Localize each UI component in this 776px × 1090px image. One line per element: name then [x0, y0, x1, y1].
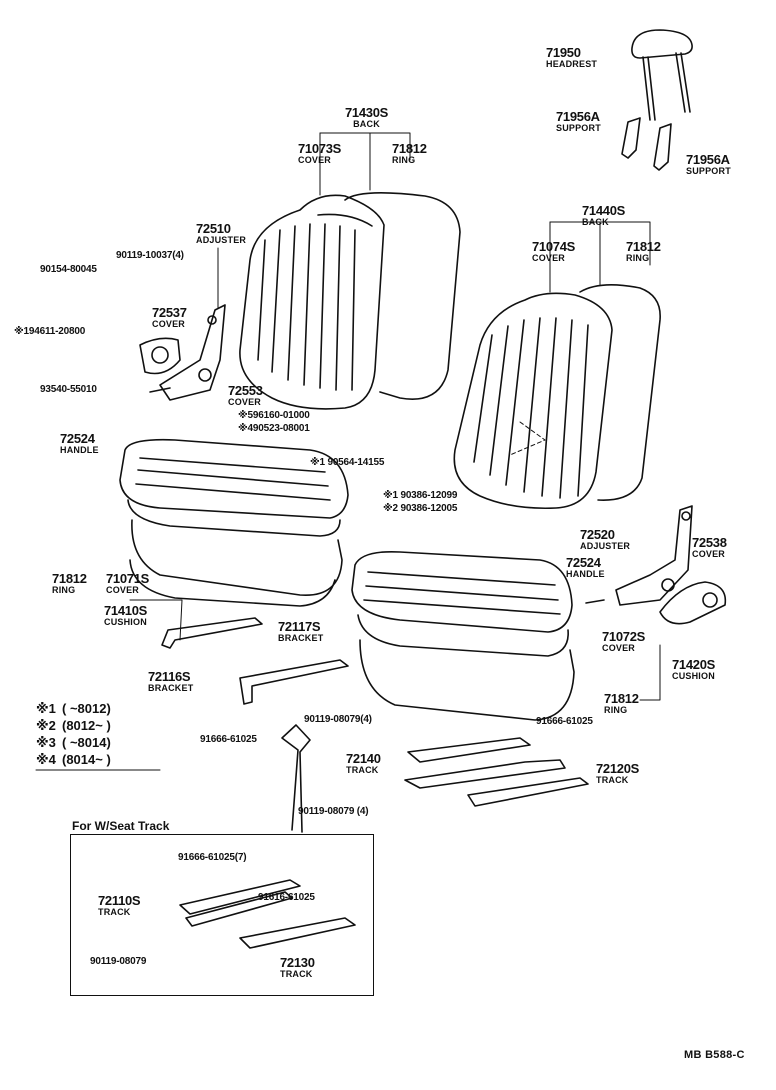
hardware-label: ※1 90386-12099: [383, 490, 458, 501]
inset-track-drawing: [179, 879, 356, 949]
hardware-label: 91666-61025: [200, 734, 257, 745]
date-legend: ※1( ~8012) ※2(8012~ ) ※3( ~8014) ※4(8014…: [36, 700, 172, 768]
bracket-drawing: [161, 617, 349, 705]
hardware-label: 90119-08079 (4): [298, 806, 369, 817]
hardware-label: 91666-61025: [536, 716, 593, 727]
hardware-label: 91666-61025(7): [178, 852, 247, 863]
left-adjuster-drawing: [139, 304, 226, 401]
hardware-label: ※1 90564-14155: [310, 457, 385, 468]
hardware-label: 93540-55010: [40, 384, 97, 395]
hardware-label: 90154-80045: [40, 264, 97, 275]
hardware-label: ※596160-01000: [238, 410, 310, 421]
leader-lines: [35, 132, 661, 771]
headrest-drawing: [631, 29, 693, 121]
left-seat-cushion-drawing: [119, 438, 349, 607]
legend-row: ※3( ~8014): [36, 735, 111, 750]
legend-row: ※1( ~8012): [36, 701, 111, 716]
right-adjuster-drawing: [585, 505, 727, 625]
inset-box: [70, 834, 374, 996]
right-seat-cushion-drawing: [351, 550, 575, 721]
hardware-label: 90119-08079(4): [304, 714, 372, 725]
hardware-label: ※2 90386-12005: [383, 503, 458, 514]
inset-title: For W/Seat Track: [72, 819, 170, 833]
right-seat-back-drawing: [453, 284, 661, 510]
hardware-label: ※490523-08001: [238, 423, 310, 434]
hardware-label: 91616-61025: [258, 892, 315, 903]
support-drawing: [621, 117, 672, 171]
diagram-code: MB B588-C: [684, 1049, 745, 1061]
track-drawing: [404, 737, 589, 807]
legend-row: ※4(8014~ ): [36, 752, 111, 767]
legend-row: ※2(8012~ ): [36, 718, 111, 733]
hardware-label: 90119-08079: [90, 956, 147, 967]
arrow-drawing: [281, 724, 311, 833]
left-seat-back-drawing: [239, 192, 461, 410]
hardware-label: 90119-10037(4): [116, 250, 184, 261]
hardware-label: ※194611-20800: [14, 326, 86, 337]
